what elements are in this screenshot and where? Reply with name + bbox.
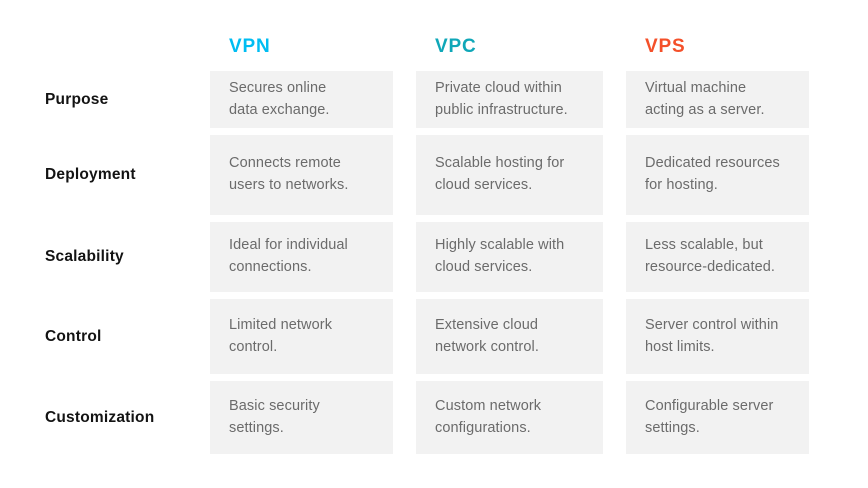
cell-text: Limited network control. — [229, 316, 333, 355]
cell-text: Server control within host limits. — [645, 316, 779, 355]
cell-scalability-vpn: Ideal for individual connections. — [210, 222, 393, 292]
row-label-purpose: Purpose — [45, 90, 109, 108]
cell-text: Private cloud within public infrastructu… — [435, 79, 568, 118]
cell-deployment-vps: Dedicated resources for hosting. — [626, 135, 809, 215]
cell-text: Extensive cloud network control. — [435, 316, 539, 355]
row-label-deployment: Deployment — [45, 166, 136, 183]
cell-text: Scalable hosting for cloud services. — [435, 155, 565, 193]
cell-deployment-vpn: Connects remote users to networks. — [210, 135, 393, 215]
cell-text: Configurable server settings. — [645, 397, 774, 436]
column-header-vpn: VPN — [229, 36, 271, 57]
comparison-grid: VPN VPC VPS Purpose Secures online data … — [45, 30, 868, 454]
cell-text: Dedicated resources for hosting. — [645, 155, 780, 193]
row-label-control: Control — [45, 327, 102, 345]
cell-purpose-vpc: Private cloud within public infrastructu… — [416, 71, 603, 128]
cell-control-vpn: Limited network control. — [210, 299, 393, 374]
cell-customization-vpc: Custom network configurations. — [416, 381, 603, 454]
cell-text: Secures online data exchange. — [229, 79, 330, 118]
row-label-scalability: Scalability — [45, 248, 124, 265]
cell-text: Custom network configurations. — [435, 397, 542, 436]
column-header-vpc: VPC — [435, 36, 477, 57]
cell-text: Ideal for individual connections. — [229, 237, 348, 275]
cell-scalability-vpc: Highly scalable with cloud services. — [416, 222, 603, 292]
cell-control-vps: Server control within host limits. — [626, 299, 809, 374]
cell-customization-vpn: Basic security settings. — [210, 381, 393, 454]
cell-text: Virtual machine acting as a server. — [645, 79, 765, 118]
cell-text: Connects remote users to networks. — [229, 155, 349, 193]
cell-scalability-vps: Less scalable, but resource-dedicated. — [626, 222, 809, 292]
cell-purpose-vps: Virtual machine acting as a server. — [626, 71, 809, 128]
cell-text: Basic security settings. — [229, 397, 320, 436]
corner-spacer — [45, 30, 187, 64]
column-header-vps: VPS — [645, 36, 686, 57]
cell-text: Highly scalable with cloud services. — [435, 237, 565, 275]
cell-control-vpc: Extensive cloud network control. — [416, 299, 603, 374]
cell-text: Less scalable, but resource-dedicated. — [645, 237, 776, 275]
cell-deployment-vpc: Scalable hosting for cloud services. — [416, 135, 603, 215]
cell-purpose-vpn: Secures online data exchange. — [210, 71, 393, 128]
cell-customization-vps: Configurable server settings. — [626, 381, 809, 454]
row-label-customization: Customization — [45, 408, 155, 426]
